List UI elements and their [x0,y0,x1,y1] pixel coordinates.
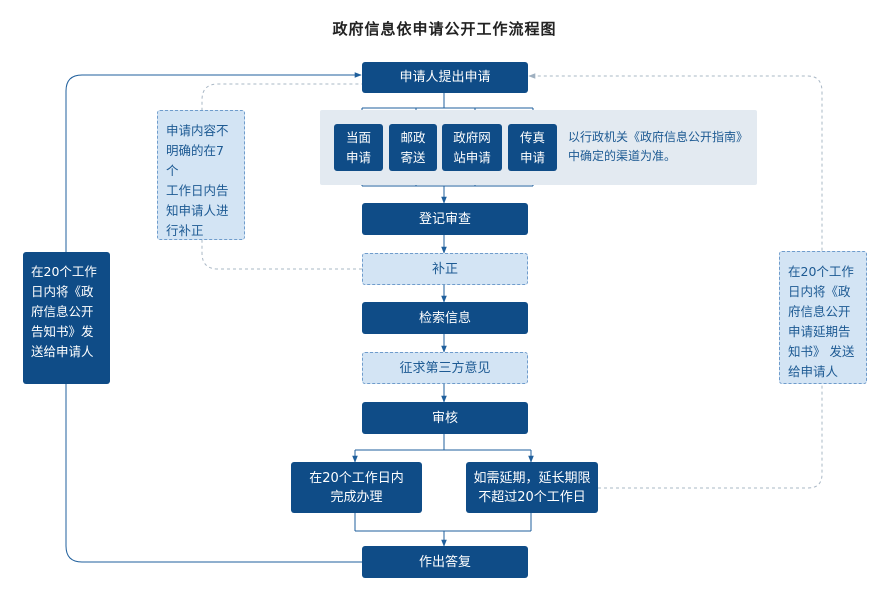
channel-note: 以行政机关《政府信息公开指南》 中确定的渠道为准。 [568,130,749,163]
channel-in-person: 当面 申请 [334,124,383,171]
step-register: 登记审查 [362,203,528,235]
page-title: 政府信息依申请公开工作流程图 [332,20,557,38]
supplement-note: 申请内容不 明确的在7个 工作日内告 知申请人进 行补正 [157,110,245,240]
channel-post: 邮政 寄送 [389,124,437,171]
channel-website: 政府网 站申请 [442,124,502,171]
step-search: 检索信息 [362,302,528,334]
step-supplement: 补正 [362,253,528,285]
step-extend: 如需延期，延长期限 不超过20个工作日 [466,462,598,513]
step-review: 审核 [362,402,528,434]
right-note: 在20个工作 日内将《政 府信息公开 申请延期告 知书》 发送 给申请人 [779,251,867,384]
channel-fax: 传真 申请 [508,124,557,171]
step-apply: 申请人提出申请 [362,62,528,93]
left-note: 在20个工作 日内将《政 府信息公开 告知书》发 送给申请人 [23,252,110,384]
step-reply: 作出答复 [362,546,528,578]
step-complete: 在20个工作日内 完成办理 [291,462,422,513]
step-third-party: 征求第三方意见 [362,352,528,384]
